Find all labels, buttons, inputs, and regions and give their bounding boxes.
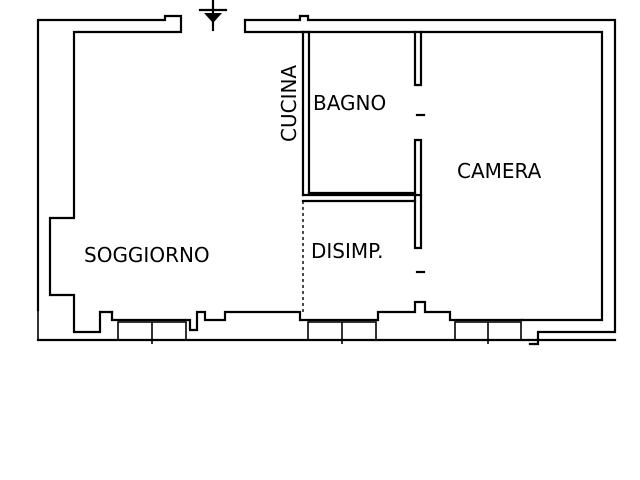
room-label-cucina: CUCINA: [277, 65, 301, 142]
bottom-wall: [110, 300, 524, 332]
room-label-camera: CAMERA: [457, 159, 542, 183]
room-label-bagno: BAGNO: [313, 91, 386, 115]
entrance-arrow-icon: [198, 0, 228, 32]
room-label-soggiorno: SOGGIORNO: [84, 243, 210, 267]
window-right: [454, 321, 522, 344]
room-label-disimpegno: DISIMP.: [311, 239, 383, 263]
window-left: [117, 321, 187, 344]
interior-walls: [301, 30, 426, 274]
window-center: [307, 321, 377, 344]
